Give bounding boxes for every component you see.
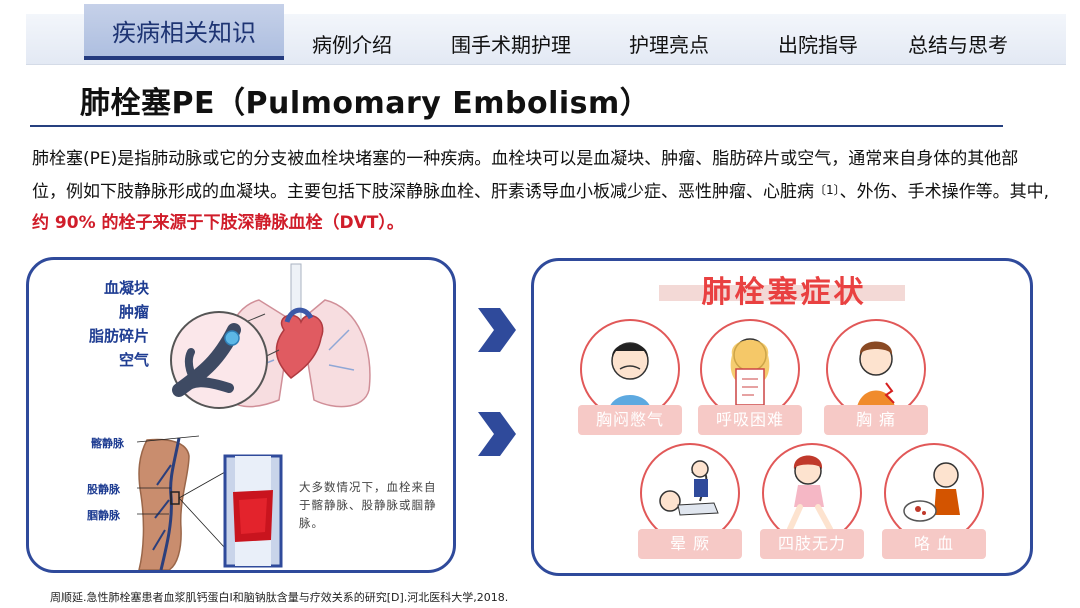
nav-tab-nursing-highlights[interactable]: 护理亮点 — [629, 33, 709, 57]
dyspnea-icon — [730, 338, 770, 406]
symptom-label: 晕 厥 — [638, 529, 742, 559]
lung-leg-illustration — [136, 263, 371, 570]
embolism-illustration-panel: 血凝块 肿瘤 脂肪碎片 空气 — [26, 257, 456, 573]
symptom-image — [826, 319, 926, 419]
symptoms-panel: 肺栓塞症状 胸闷憋气 呼吸困难 — [531, 258, 1033, 576]
clot-type-list: 血凝块 肿瘤 脂肪碎片 空气 — [69, 276, 149, 372]
chest-tightness-icon — [608, 342, 652, 413]
nav-tab-summary[interactable]: 总结与思考 — [908, 33, 1008, 57]
heart-icon — [275, 307, 324, 379]
symptom-label: 四肢无力 — [760, 529, 864, 559]
nav-tab-case-intro[interactable]: 病例介绍 — [312, 33, 392, 57]
symptom-chest-tightness: 胸闷憋气 — [578, 319, 682, 443]
chevron-right-icon — [478, 412, 516, 456]
vessel-zoom-icon — [170, 311, 268, 409]
symptom-chest-pain: 胸 痛 — [824, 319, 928, 443]
vein-label-femoral: 股静脉 — [87, 483, 120, 496]
top-nav: 疾病相关知识 病例介绍 围手术期护理 护理亮点 出院指导 总结与思考 — [26, 4, 1066, 65]
symptom-image — [580, 319, 680, 419]
vein-label-iliac: 髂静脉 — [91, 437, 124, 450]
nav-tab-discharge-guide[interactable]: 出院指导 — [778, 33, 858, 57]
symptom-limb-weakness: 四肢无力 — [760, 443, 864, 567]
clot-type-label: 空气 — [118, 351, 149, 369]
symptom-label: 咯 血 — [882, 529, 986, 559]
paragraph-rest: 、外伤、手术操作等。其中, — [839, 182, 1050, 202]
chevron-right-icon — [478, 308, 516, 352]
page-title: 肺栓塞PE（Pulmomary Embolism） — [80, 86, 651, 121]
symptom-image — [884, 443, 984, 543]
nav-tab-perioperative-care[interactable]: 围手术期护理 — [451, 33, 571, 57]
paragraph-highlight: 约 90% 的栓子来源于下肢深静脉血栓（DVT）。 — [32, 213, 404, 233]
syncope-icon — [659, 460, 719, 516]
symptom-syncope: 晕 厥 — [638, 443, 742, 567]
reference-footnote: 周顺延.急性肺栓塞患者血浆肌钙蛋白Ⅰ和脑钠肽含量与疗效关系的研究[D].河北医科… — [50, 591, 509, 604]
symptom-label: 胸 痛 — [824, 405, 928, 435]
citation-ref: 〔1〕 — [814, 183, 840, 197]
clot-type-label: 脂肪碎片 — [88, 327, 149, 345]
symptom-label: 胸闷憋气 — [578, 405, 682, 435]
symptom-image — [640, 443, 740, 543]
symptom-image — [762, 443, 862, 543]
vein-label-popliteal: 腘静脉 — [87, 509, 120, 522]
dvt-source-note: 大多数情况下，血栓来自于髂静脉、股静脉或腘静脉。 — [299, 480, 437, 530]
leg-veins-icon — [138, 437, 190, 570]
hemoptysis-icon — [903, 462, 960, 522]
clot-type-label: 血凝块 — [103, 279, 149, 297]
symptom-label: 呼吸困难 — [698, 405, 802, 435]
nav-tab-label: 疾病相关知识 — [112, 19, 256, 47]
definition-paragraph: 肺栓塞(PE)是指肺动脉或它的分支被血栓块堵塞的一种疾病。血栓块可以是血凝块、肿… — [32, 144, 1052, 239]
symptom-hemoptysis: 咯 血 — [882, 443, 986, 567]
chest-pain-icon — [856, 341, 896, 413]
vein-clot-icon — [223, 454, 283, 568]
symptom-dyspnea: 呼吸困难 — [698, 319, 802, 443]
symptom-image — [700, 319, 800, 419]
clot-type-label: 肿瘤 — [118, 303, 149, 321]
title-divider — [30, 125, 1003, 127]
nav-tab-disease-knowledge[interactable]: 疾病相关知识 — [84, 4, 284, 60]
title-highlight-band — [659, 285, 905, 301]
paragraph-main: 肺栓塞(PE)是指肺动脉或它的分支被血栓块堵塞的一种疾病。血栓块可以是血凝块、肿… — [32, 149, 1019, 202]
symptoms-title: 肺栓塞症状 — [701, 275, 867, 310]
limb-weakness-icon — [787, 455, 833, 532]
